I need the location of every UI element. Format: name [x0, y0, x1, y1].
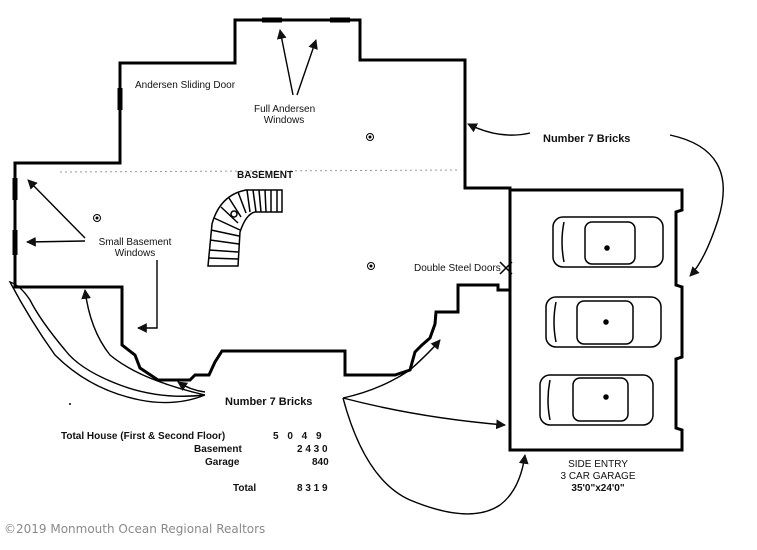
totals-basement-label: Basement — [194, 444, 242, 455]
garage — [499, 188, 684, 452]
totals-house-value: 5 0 4 9 — [273, 431, 325, 442]
window-marks — [12, 17, 350, 255]
car-1 — [552, 216, 664, 268]
totals-total-label: Total — [233, 483, 257, 494]
label-side-entry-line3: 35'0"x24'0" — [571, 483, 625, 494]
floor-drains — [93, 133, 375, 270]
label-double-steel-doors: Double Steel Doors — [414, 263, 501, 274]
totals-garage-value: 840 — [312, 457, 329, 468]
stray-dot — [69, 403, 71, 405]
totals-total-value: 8 3 1 9 — [297, 483, 328, 494]
watermark: ©2019 Monmouth Ocean Regional Realtors — [4, 522, 266, 536]
label-small-basement-line2: Windows — [114, 248, 156, 259]
basement-outline — [13, 18, 512, 382]
label-number-7-bricks-top: Number 7 Bricks — [543, 133, 631, 145]
car-3 — [539, 374, 654, 426]
label-side-entry-line2: 3 CAR GARAGE — [560, 471, 636, 482]
label-number-7-bricks-bottom: Number 7 Bricks — [225, 396, 313, 408]
totals-garage-label: Garage — [205, 457, 240, 468]
callout-arrows — [8, 29, 724, 515]
totals-house-label: Total House (First & Second Floor) — [61, 431, 226, 442]
label-small-basement-line1: Small Basement — [98, 237, 172, 248]
label-andersen-sliding-door: Andersen Sliding Door — [135, 80, 236, 91]
label-full-andersen-line1: Full Andersen — [254, 104, 316, 115]
label-full-andersen-line2: Windows — [263, 115, 305, 126]
label-full-andersen-windows: Full Andersen Windows — [254, 104, 316, 126]
label-basement: BASEMENT — [237, 170, 294, 181]
totals-basement-value: 2 4 3 0 — [297, 444, 328, 455]
label-side-entry: SIDE ENTRY 3 CAR GARAGE 35'0"x24'0" — [548, 459, 648, 495]
guide-line — [59, 169, 461, 173]
car-2 — [545, 296, 662, 348]
label-side-entry-line1: SIDE ENTRY — [568, 459, 628, 470]
label-small-basement-windows: Small Basement Windows — [90, 237, 180, 259]
staircase — [207, 189, 283, 267]
